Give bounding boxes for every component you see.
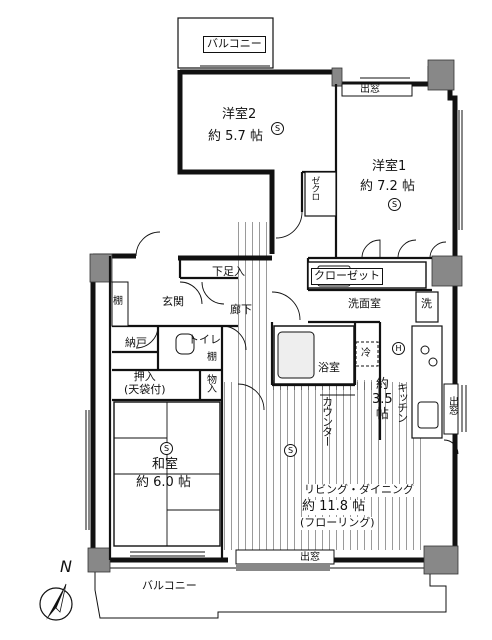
west-room1-name: 洋室1 xyxy=(372,159,407,174)
ldk-size: 約 11.8 帖 xyxy=(302,499,366,515)
walk-in-closet-box xyxy=(304,171,337,217)
storage-door-label: 納戸 xyxy=(125,336,147,349)
fridge-box xyxy=(355,341,379,367)
washroom-label: 洗面室 xyxy=(348,297,381,310)
door-swings xyxy=(135,211,459,455)
bay-window-top xyxy=(341,83,413,97)
bath-label: 浴室 xyxy=(318,361,340,374)
dekado-bottom-label: 出窓 xyxy=(300,552,320,563)
tatami-lines xyxy=(114,402,220,546)
counter-label: カウンター xyxy=(320,396,334,446)
washitsu-name: 和室 xyxy=(152,457,179,472)
storage-s-icon: S xyxy=(284,444,297,457)
dekado-top-label: 出窓 xyxy=(360,84,380,95)
toilet-fixture xyxy=(175,333,195,355)
monoire-label: 物入 xyxy=(204,374,216,392)
storage-s-icon: S xyxy=(271,122,284,135)
walk-in-closet-label: ゼクロ xyxy=(309,176,320,200)
storage-s-icon: S xyxy=(160,442,173,455)
oshiire-label: 押入 (天袋付) xyxy=(124,370,166,396)
balcony-bottom-area xyxy=(94,567,447,619)
bay-window-right xyxy=(443,383,459,435)
shelf-label: 棚 xyxy=(113,296,123,307)
shelf-label: 棚 xyxy=(207,352,217,363)
kitchen-sink xyxy=(417,401,439,429)
ldk-name: リビング・ダイニング xyxy=(304,483,414,497)
shoe-storage-label: 下足入 xyxy=(212,265,245,278)
north-arrow: N xyxy=(34,557,80,624)
dekado-right-label: 出窓 xyxy=(446,396,458,414)
west-room2-name: 洋室2 xyxy=(222,107,257,122)
toilet-label: トイレ xyxy=(188,333,221,346)
columns xyxy=(87,59,463,575)
stove-burner xyxy=(428,357,438,367)
kitchen-size: 約 3.5 帖 xyxy=(372,377,393,422)
stove-burner xyxy=(420,345,430,355)
washer-box xyxy=(415,291,439,323)
windows xyxy=(85,65,467,571)
bay-window-bottom xyxy=(235,549,335,565)
west-room1-size: 約 7.2 帖 xyxy=(360,179,415,194)
north-label: N xyxy=(60,557,72,576)
balcony-top-label: バルコニー xyxy=(203,36,266,53)
closet-label: クローゼット xyxy=(311,268,383,285)
balcony-bottom-label: バルコニー xyxy=(142,579,197,592)
west-room2-size: 約 5.7 帖 xyxy=(208,129,263,144)
kitchen-label: キッチン xyxy=(395,382,409,422)
corridor-floor xyxy=(238,222,272,382)
ldk-floor-type: (フローリング) xyxy=(300,516,375,530)
storage-s-icon: S xyxy=(388,198,401,211)
washitsu-size: 約 6.0 帖 xyxy=(136,475,191,490)
entrance-label: 玄関 xyxy=(162,295,184,308)
water-heater-h-icon: H xyxy=(392,342,405,355)
shelf-left xyxy=(111,281,129,327)
kitchen-counter xyxy=(411,325,443,439)
fridge-label: 冷 xyxy=(361,348,371,359)
washer-label: 洗 xyxy=(421,297,432,310)
bathtub xyxy=(277,331,315,379)
corridor-label: 廊下 xyxy=(230,303,252,316)
